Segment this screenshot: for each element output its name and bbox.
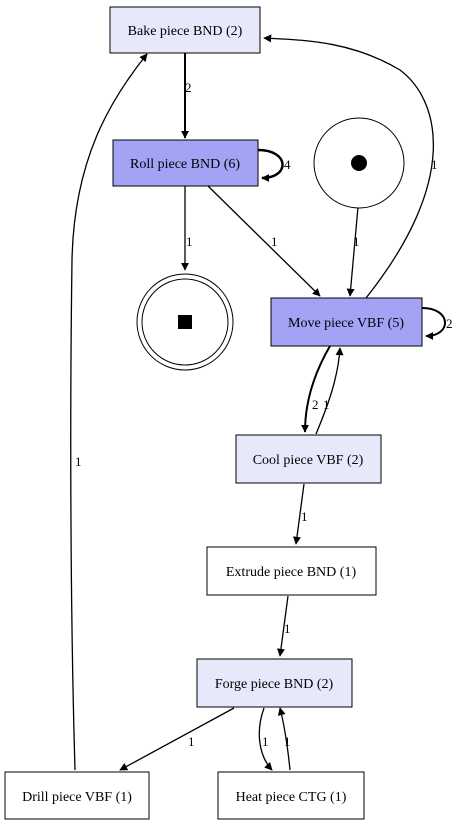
label-forge-drill: 1 [188,734,195,749]
edge-roll-self [257,148,284,182]
end-square-icon [178,315,192,329]
label-forge-heat: 1 [262,734,269,749]
edge-labels: 2 4 1 1 1 1 2 2 1 1 1 1 1 1 1 [75,80,453,749]
edge-move-cool [301,345,331,433]
node-cool[interactable]: Cool piece VBF (2) [235,434,382,484]
label-roll-move: 1 [271,234,278,249]
label-drill-bake: 1 [75,454,82,469]
edge-cool-move [315,347,344,435]
edge-forge-drill [119,707,235,771]
edges [70,34,446,771]
edge-start-move [346,206,359,297]
edge-extrude-forge [276,595,289,657]
node-move[interactable]: Move piece VBF (5) [270,297,423,347]
end-place[interactable] [136,273,234,371]
edge-move-bake [263,34,435,299]
edge-drill-bake [70,53,148,771]
label-move-bake: 1 [431,157,438,172]
node-extrude[interactable]: Extrude piece BND (1) [206,546,377,596]
edge-heat-forge [277,707,291,771]
node-label: Bake piece BND (2) [128,24,243,39]
node-label: Extrude piece BND (1) [226,565,357,580]
node-heat[interactable]: Heat piece CTG (1) [217,771,365,820]
node-bake[interactable]: Bake piece BND (2) [109,6,261,54]
label-heat-forge: 1 [284,734,291,749]
label-start-move: 1 [353,234,360,249]
node-label: Cool piece VBF (2) [253,453,364,468]
label-cool-extrude: 1 [301,509,308,524]
label-extrude-forge: 1 [284,621,291,636]
label-roll-end: 1 [186,234,193,249]
start-place[interactable] [313,117,405,209]
label-move-cool: 2 [312,397,319,412]
node-forge[interactable]: Forge piece BND (2) [196,658,353,708]
edge-roll-move [207,185,321,297]
node-label: Heat piece CTG (1) [236,790,347,805]
node-label: Roll piece BND (6) [130,157,240,172]
label-roll-self: 4 [284,157,291,172]
node-roll[interactable]: Roll piece BND (6) [112,139,259,187]
node-label: Move piece VBF (5) [288,316,404,331]
start-dot-icon [351,155,367,171]
node-label: Forge piece BND (2) [215,677,334,692]
edge-cool-extrude [292,483,305,545]
label-cool-move: 1 [323,397,330,412]
label-move-self: 2 [446,316,453,331]
node-drill[interactable]: Drill piece VBF (1) [4,771,150,820]
label-bake-roll: 2 [185,80,192,95]
edge-move-self [421,307,446,340]
edge-forge-heat [258,707,273,771]
node-label: Drill piece VBF (1) [22,790,132,805]
nodes: Bake piece BND (2) Roll piece BND (6) Mo… [4,6,423,820]
